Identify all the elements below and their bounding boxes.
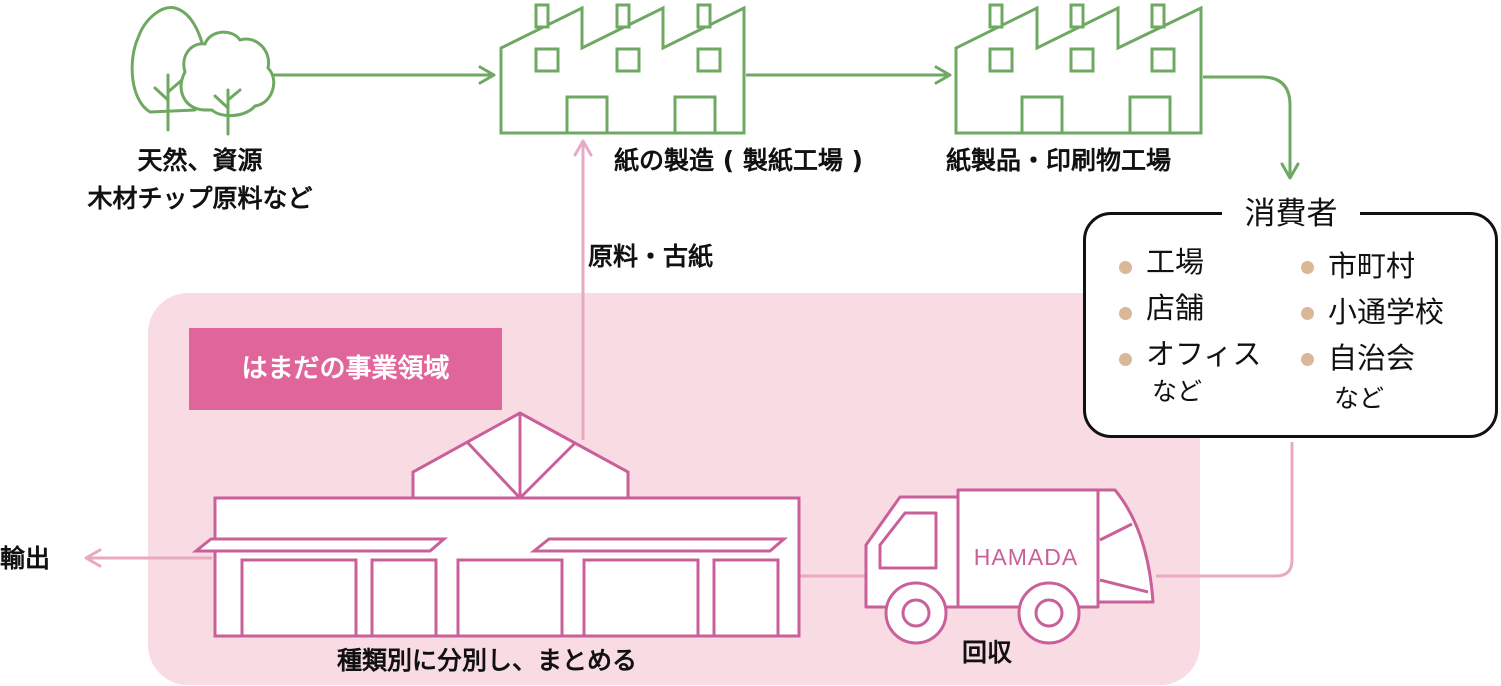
consumer-item: 工場	[1146, 245, 1205, 279]
bullet-icon	[1119, 353, 1132, 366]
consumer-item: オフィス	[1146, 337, 1262, 371]
consumer-more-right: など	[1334, 384, 1385, 413]
line-consumers-to-truck	[1156, 442, 1294, 578]
warehouse-label: 種類別に分別し、まとめる	[337, 646, 638, 675]
warehouse-icon	[191, 411, 801, 638]
consumer-item: 店舗	[1146, 291, 1205, 325]
bullet-icon	[1301, 307, 1314, 320]
paper-mill-factory-icon	[499, 3, 746, 135]
garbage-truck-icon	[864, 488, 1155, 645]
bullet-icon	[1301, 353, 1314, 366]
trees-icon	[130, 6, 276, 136]
consumers-title: 消費者	[1222, 192, 1360, 236]
arrow-factory-to-consumers	[1203, 75, 1300, 180]
bullet-icon	[1119, 307, 1132, 320]
resources-label-line2: 木材チップ原料など	[87, 184, 313, 213]
resources-label-line1: 天然、資源	[137, 146, 263, 175]
consumer-item: 市町村	[1328, 249, 1416, 283]
export-label: 輸出	[0, 544, 51, 573]
bullet-icon	[1119, 261, 1132, 274]
resources-label: 天然、資源 木材チップ原料など	[40, 142, 360, 218]
business-domain-title: はまだの事業領域	[189, 328, 502, 410]
collection-label: 回収	[962, 638, 1013, 667]
truck-brand: HAMADA	[974, 544, 1078, 570]
paper-mill-label: 紙の製造 ( 製紙工場 )	[614, 146, 863, 175]
consumer-item: 小通学校	[1328, 295, 1445, 329]
printing-factory-label: 紙製品・印刷物工場	[946, 146, 1172, 175]
printing-factory-icon	[954, 3, 1203, 135]
bullet-icon	[1301, 261, 1314, 274]
raw-paper-label: 原料・古紙	[588, 242, 714, 271]
consumer-item: 自治会	[1328, 341, 1416, 375]
consumer-more-left: など	[1152, 377, 1203, 406]
